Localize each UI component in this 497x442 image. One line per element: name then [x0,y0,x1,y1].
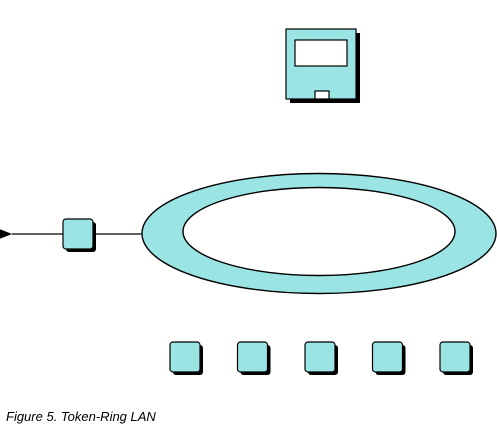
station-row [169,341,473,375]
terminal-icon [285,28,360,103]
figure-caption: Figure 5. Token-Ring LAN [6,409,156,424]
station-icon [236,341,271,375]
attached-station-icon [62,218,96,252]
station-icon [304,341,338,375]
station-icon [439,341,473,375]
station-icon [371,341,406,375]
terminal-slot [314,90,330,100]
token-ring [141,172,497,295]
station-icon [169,341,203,375]
terminal-screen [294,39,348,67]
